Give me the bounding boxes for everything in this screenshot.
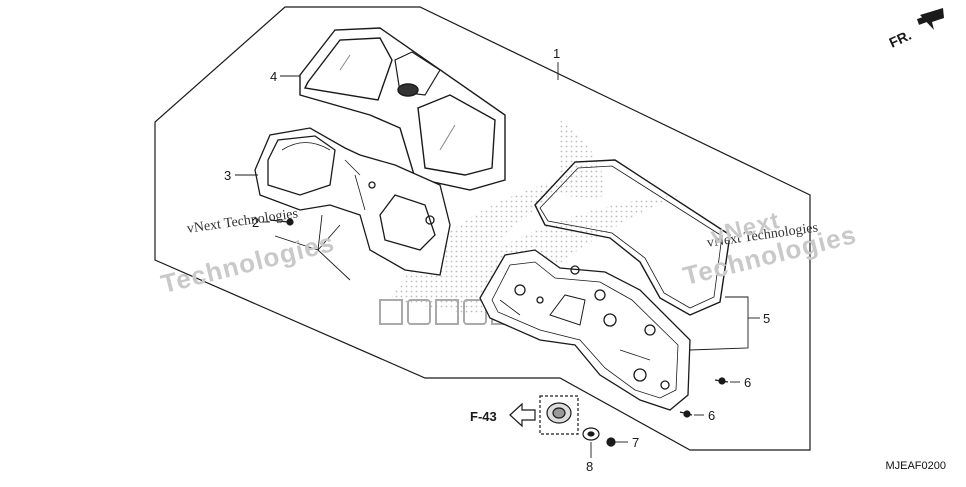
direction-label: FR. (887, 27, 914, 51)
callout-7: 7 (632, 435, 639, 450)
part-screw-2[interactable] (269, 218, 294, 226)
callout-1: 1 (553, 46, 560, 61)
callout-4: 4 (270, 69, 277, 84)
callout-2: 2 (252, 215, 259, 230)
part-socket[interactable] (539, 395, 579, 435)
part-meter-unit[interactable] (254, 127, 451, 276)
part-screw-6b[interactable] (679, 410, 704, 418)
callout-8: 8 (586, 459, 593, 474)
assembly-boundary (154, 6, 811, 451)
diagram-code: MJEAF0200 (885, 460, 946, 472)
callout-3: 3 (224, 168, 231, 183)
leader-lines-2 (274, 214, 351, 281)
reference-arrow-icon (509, 402, 536, 428)
part-screw-6a[interactable] (714, 377, 740, 385)
callout-5: 5 (763, 311, 770, 326)
part-washer-8[interactable] (582, 427, 600, 458)
callout-6b: 6 (708, 408, 715, 423)
front-direction-arrow-icon: FR. (887, 8, 944, 51)
part-meter-cover[interactable] (299, 27, 506, 191)
part-gasket[interactable] (534, 159, 731, 316)
part-screw-7[interactable] (606, 437, 628, 447)
callout-leaders (235, 75, 300, 223)
bracket-part-5 (689, 296, 760, 351)
brand-wing-background (379, 120, 680, 325)
part-meter-case[interactable] (479, 249, 691, 411)
reference-label: F-43 (470, 409, 497, 424)
callout-6a: 6 (744, 375, 751, 390)
